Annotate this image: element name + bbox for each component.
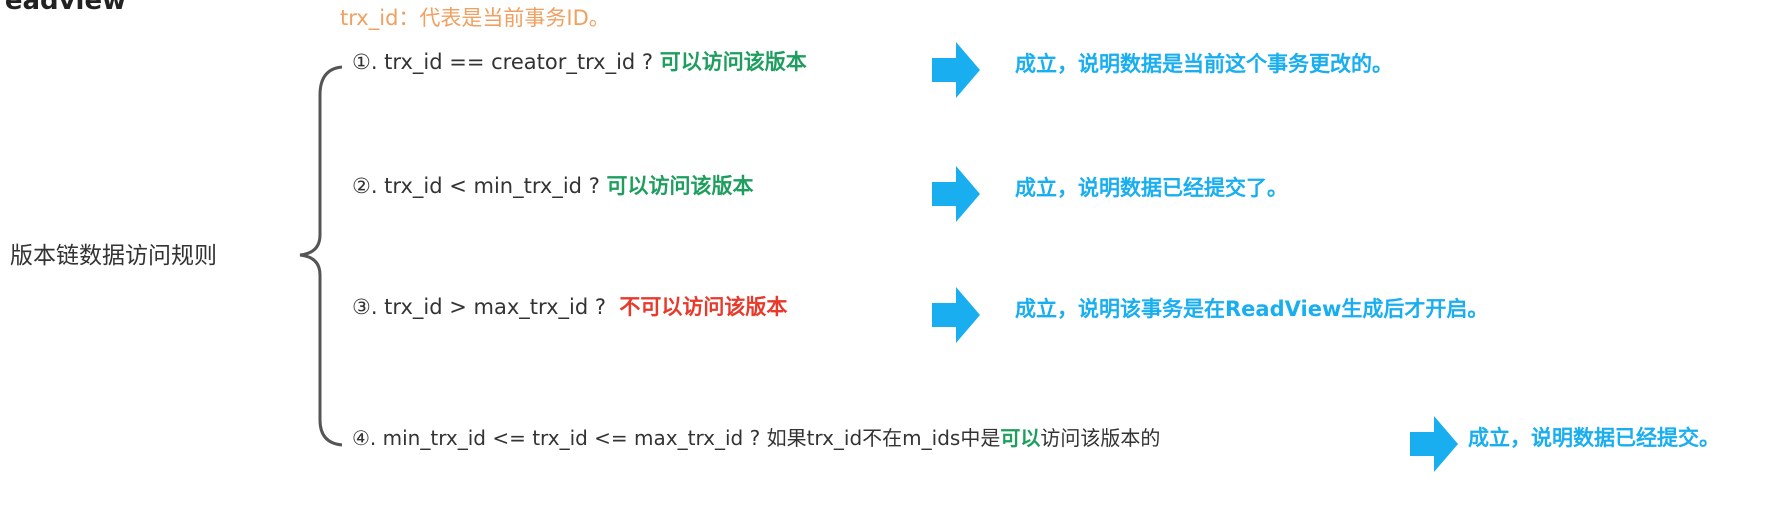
rule-3-condition: ③. trx_id > max_trx_id ? 不可以访问该版本 [352, 297, 787, 318]
arrow-right-icon [932, 287, 980, 343]
trx-id-note: trx_id：代表是当前事务ID。 [340, 6, 610, 30]
brace-icon [299, 65, 343, 447]
arrow-right-icon [932, 166, 980, 222]
rule-1-condition: ①. trx_id == creator_trx_id ? 可以访问该版本 [352, 52, 807, 73]
root-label: 版本链数据访问规则 [10, 243, 217, 269]
rule-3-result: 成立，说明该事务是在ReadView生成后才开启。 [1015, 297, 1489, 321]
arrow-right-icon [932, 42, 980, 98]
rule-2-result: 成立，说明数据已经提交了。 [1015, 176, 1288, 200]
rule-4-result: 成立，说明数据已经提交。 [1468, 426, 1720, 450]
verdict-allow: 可以访问该版本 [659, 50, 807, 74]
rule-4-condition: ④. min_trx_id <= trx_id <= max_trx_id ? … [352, 428, 1160, 448]
rule-1-result: 成立，说明数据是当前这个事务更改的。 [1015, 52, 1393, 76]
condition-text: ①. trx_id == creator_trx_id ? [352, 50, 654, 74]
condition-text: ③. trx_id > max_trx_id ? [352, 295, 606, 319]
verdict-suffix: 访问该版本的 [1040, 426, 1161, 450]
verdict-allow: 可以 [1000, 426, 1041, 450]
rule-2-condition: ②. trx_id < min_trx_id ? 可以访问该版本 [352, 176, 754, 197]
condition-text: ②. trx_id < min_trx_id ? [352, 174, 600, 198]
verdict-allow: 可以访问该版本 [606, 174, 754, 198]
verdict-deny: 不可以访问该版本 [619, 295, 788, 319]
arrow-right-icon [1410, 416, 1458, 472]
heading-partial: readview [0, 0, 127, 16]
condition-text: ④. min_trx_id <= trx_id <= max_trx_id ? … [352, 426, 1001, 450]
